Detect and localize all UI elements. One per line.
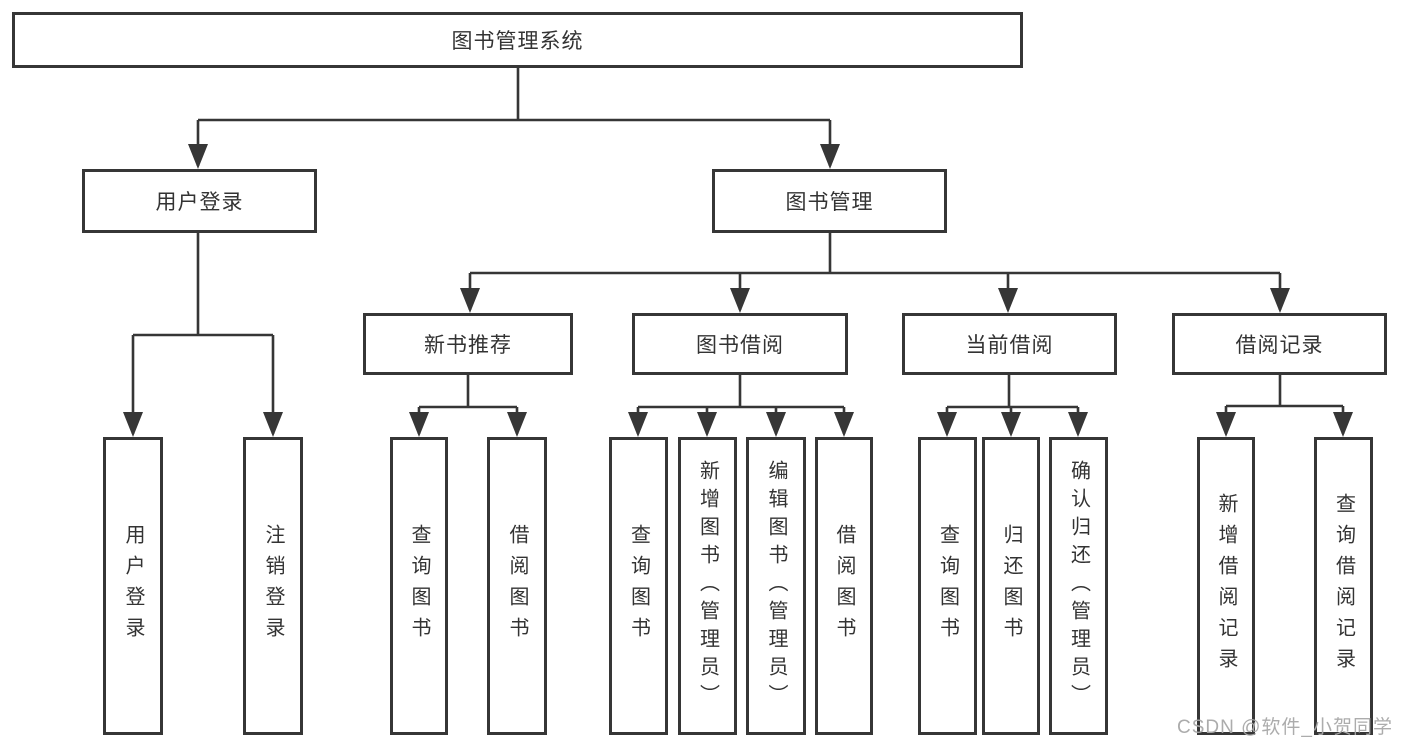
leaf-borrowing-add-books-admin-label: 新增图书（管理员） xyxy=(696,460,719,712)
connector-records-to-leaves xyxy=(1224,375,1345,434)
node-current-borrowing: 当前借阅 xyxy=(902,313,1117,375)
leaf-borrowing-borrow-books-label: 借阅图书 xyxy=(833,524,855,648)
leaf-borrowing-query-books: 查询图书 xyxy=(609,437,668,735)
leaf-user-login: 用户登录 xyxy=(103,437,163,735)
node-user-login: 用户登录 xyxy=(82,169,317,233)
node-new-book-recommendation: 新书推荐 xyxy=(363,313,573,375)
node-root-label: 图书管理系统 xyxy=(451,30,584,53)
connector-userlogin-to-leaves xyxy=(131,233,275,434)
leaf-borrowing-borrow-books: 借阅图书 xyxy=(815,437,873,735)
leaf-recommend-query-books-label: 查询图书 xyxy=(408,524,430,648)
node-user-login-label: 用户登录 xyxy=(155,191,244,214)
node-borrowing-records: 借阅记录 xyxy=(1172,313,1387,375)
arrowheads xyxy=(123,144,1353,437)
node-book-borrowing: 图书借阅 xyxy=(632,313,848,375)
node-borrowing-records-label: 借阅记录 xyxy=(1235,334,1324,357)
leaf-logout-login-label: 注销登录 xyxy=(262,524,284,648)
leaf-current-query-books: 查询图书 xyxy=(918,437,977,735)
leaf-borrowing-edit-books-admin: 编辑图书（管理员） xyxy=(746,437,806,735)
leaf-borrowing-query-books-label: 查询图书 xyxy=(627,524,650,648)
leaf-recommend-borrow-books-label: 借阅图书 xyxy=(506,524,528,648)
leaf-recommend-borrow-books: 借阅图书 xyxy=(487,437,547,735)
node-root: 图书管理系统 xyxy=(12,12,1023,68)
leaf-records-add-record-label: 新增借阅记录 xyxy=(1215,493,1237,679)
leaf-recommend-query-books: 查询图书 xyxy=(390,437,448,735)
leaf-current-confirm-return-admin-label: 确认归还（管理员） xyxy=(1067,460,1090,712)
node-book-borrowing-label: 图书借阅 xyxy=(696,334,784,357)
node-new-book-recommendation-label: 新书推荐 xyxy=(424,334,512,357)
leaf-records-query-record-label: 查询借阅记录 xyxy=(1332,493,1355,679)
leaf-current-return-books-label: 归还图书 xyxy=(1000,524,1022,648)
connector-root-to-level2 xyxy=(196,68,832,166)
leaf-user-login-label: 用户登录 xyxy=(122,524,144,648)
leaf-records-add-record: 新增借阅记录 xyxy=(1197,437,1255,735)
connector-recommend-to-leaves xyxy=(417,375,519,434)
leaf-current-return-books: 归还图书 xyxy=(982,437,1040,735)
csdn-watermark: CSDN @软件_小贺同学 xyxy=(1177,717,1393,738)
leaf-records-query-record: 查询借阅记录 xyxy=(1314,437,1373,735)
leaf-logout-login: 注销登录 xyxy=(243,437,303,735)
connector-borrowing-to-leaves xyxy=(636,375,846,434)
leaf-current-confirm-return-admin: 确认归还（管理员） xyxy=(1049,437,1108,735)
leaf-current-query-books-label: 查询图书 xyxy=(936,524,959,648)
connector-management-to-modules xyxy=(468,233,1282,310)
leaf-borrowing-edit-books-admin-label: 编辑图书（管理员） xyxy=(765,460,787,712)
node-current-borrowing-label: 当前借阅 xyxy=(965,334,1054,357)
leaf-borrowing-add-books-admin: 新增图书（管理员） xyxy=(678,437,737,735)
node-book-management-label: 图书管理 xyxy=(785,191,874,214)
node-book-management: 图书管理 xyxy=(712,169,947,233)
